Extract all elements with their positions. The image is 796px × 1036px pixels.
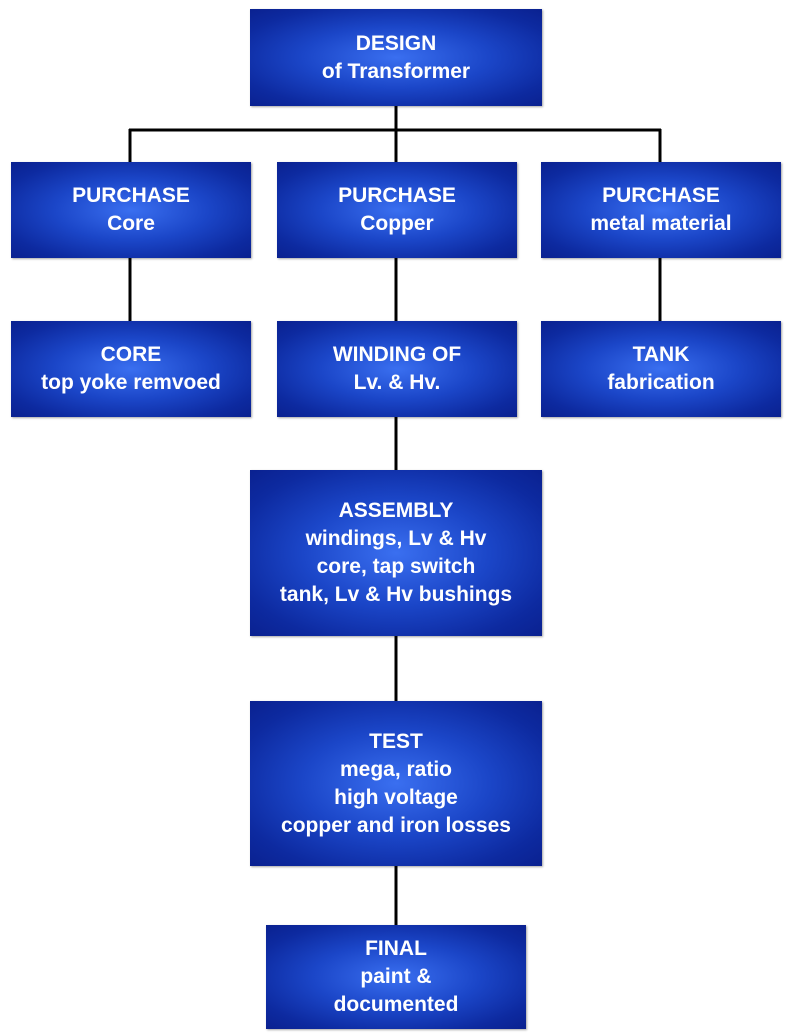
core-subtitle: top yoke remvoed bbox=[41, 371, 221, 394]
test-line-2: high voltage bbox=[334, 785, 458, 809]
design-title: DESIGN bbox=[355, 31, 437, 55]
assembly-box: ASSEMBLY windings, Lv & Hv core, tap swi… bbox=[250, 470, 542, 636]
assembly-line-2: core, tap switch bbox=[316, 555, 476, 578]
winding-subtitle: Lv. & Hv. bbox=[353, 371, 441, 394]
test-line-1: mega, ratio bbox=[339, 757, 453, 781]
purchase-core-subtitle: Core bbox=[107, 212, 155, 235]
test-title: TEST bbox=[369, 729, 423, 753]
core-box: CORE top yoke remvoed bbox=[11, 321, 251, 417]
final-box: FINAL paint & documented bbox=[266, 925, 526, 1029]
purchase-copper-title: PURCHASE bbox=[338, 184, 456, 207]
assembly-line-1: windings, Lv & Hv bbox=[305, 527, 487, 550]
assembly-title: ASSEMBLY bbox=[338, 499, 454, 522]
winding-title: WINDING OF bbox=[332, 343, 462, 366]
test-box: TEST mega, ratio high voltage copper and… bbox=[250, 701, 542, 866]
design-subtitle: of Transformer bbox=[321, 59, 471, 83]
final-title: FINAL bbox=[365, 937, 427, 960]
tank-title: TANK bbox=[632, 343, 690, 366]
purchase-metal-title: PURCHASE bbox=[602, 184, 720, 207]
test-line-3: copper and iron losses bbox=[281, 813, 511, 837]
winding-box: WINDING OF Lv. & Hv. bbox=[277, 321, 517, 417]
design-box: DESIGN of Transformer bbox=[250, 9, 542, 106]
purchase-metal-subtitle: metal material bbox=[590, 212, 732, 235]
tank-box: TANK fabrication bbox=[541, 321, 781, 417]
purchase-core-title: PURCHASE bbox=[72, 184, 190, 207]
final-line-2: documented bbox=[333, 993, 459, 1016]
purchase-copper-subtitle: Copper bbox=[360, 212, 434, 235]
tank-subtitle: fabrication bbox=[607, 371, 715, 394]
assembly-line-3: tank, Lv & Hv bushings bbox=[279, 583, 513, 606]
core-title: CORE bbox=[100, 343, 162, 366]
purchase-copper-box: PURCHASE Copper bbox=[277, 162, 517, 258]
purchase-metal-box: PURCHASE metal material bbox=[541, 162, 781, 258]
purchase-core-box: PURCHASE Core bbox=[11, 162, 251, 258]
final-line-1: paint & bbox=[360, 965, 432, 988]
